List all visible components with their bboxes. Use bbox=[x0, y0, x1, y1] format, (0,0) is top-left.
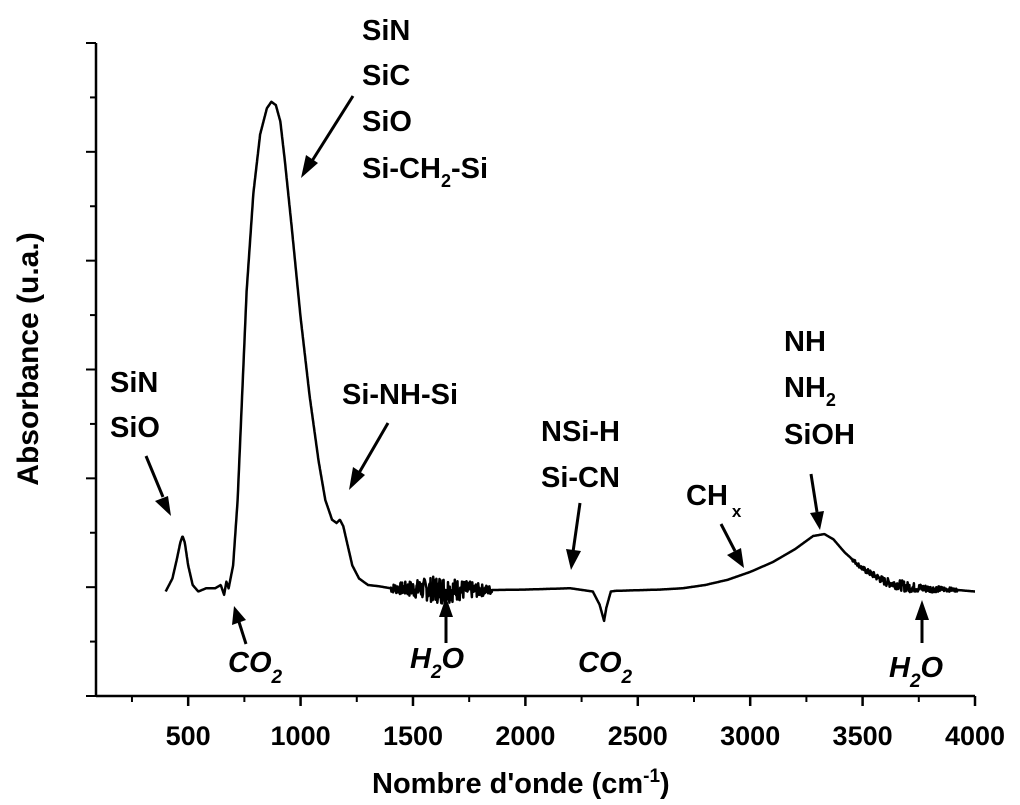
arrow-co2-1 bbox=[232, 606, 248, 645]
label-co2-left: CO2 bbox=[228, 647, 283, 688]
arrow-chx bbox=[719, 523, 744, 568]
label-nsi-h: NSi-H bbox=[541, 416, 620, 448]
label-co2-right: CO2 bbox=[578, 647, 633, 688]
label-h2o-left: H2O bbox=[410, 643, 465, 683]
x-tick-label: 3000 bbox=[720, 721, 780, 751]
annotations-below: CO2 H2O CO2 H2O bbox=[228, 643, 944, 692]
label-h2o-right: H2O bbox=[889, 652, 944, 692]
arrow-nh bbox=[809, 473, 824, 530]
arrow-nsi-h bbox=[566, 502, 582, 570]
annotation-arrows bbox=[144, 95, 929, 645]
label-si-cn: Si-CN bbox=[541, 462, 620, 494]
annotations-above: SiN SiO SiN SiC SiO Si-CH2-Si Si-NH-Si N… bbox=[110, 15, 855, 521]
x-tick-label: 4000 bbox=[945, 721, 1005, 751]
label-si-nh-si: Si-NH-Si bbox=[342, 379, 458, 411]
arrow-sin-sio bbox=[144, 455, 171, 516]
x-tick-label: 500 bbox=[166, 721, 211, 751]
spectrum-line bbox=[164, 100, 976, 623]
label-sioh: SiOH bbox=[784, 419, 855, 451]
x-tick-label: 2000 bbox=[495, 721, 555, 751]
label-sin-left: SiN bbox=[110, 367, 158, 399]
label-si-ch2-si: Si-CH2-Si bbox=[362, 153, 488, 191]
y-ticks bbox=[86, 42, 96, 697]
x-tick-label: 2500 bbox=[608, 721, 668, 751]
arrow-h2o-2 bbox=[915, 600, 929, 643]
label-sin-peak: SiN bbox=[362, 15, 410, 47]
y-axis-title: Absorbance (u.a.) bbox=[12, 232, 45, 485]
label-sic-peak: SiC bbox=[362, 60, 410, 92]
label-nh2: NH2 bbox=[784, 372, 836, 410]
x-tick-label: 1500 bbox=[383, 721, 443, 751]
label-sio-left: SiO bbox=[110, 412, 160, 444]
label-sio-peak: SiO bbox=[362, 106, 412, 138]
x-ticks: 500 1000 1500 2000 2500 3000 3500 4000 bbox=[130, 696, 1005, 751]
arrow-main-peak bbox=[301, 95, 355, 178]
x-tick-label: 1000 bbox=[271, 721, 331, 751]
x-axis-title: Nombre d'onde (cm-1) bbox=[372, 766, 670, 800]
arrow-h2o-1 bbox=[439, 597, 453, 643]
label-nh: NH bbox=[784, 326, 826, 358]
arrow-si-nh-si bbox=[349, 422, 390, 490]
x-tick-label: 3500 bbox=[833, 721, 893, 751]
